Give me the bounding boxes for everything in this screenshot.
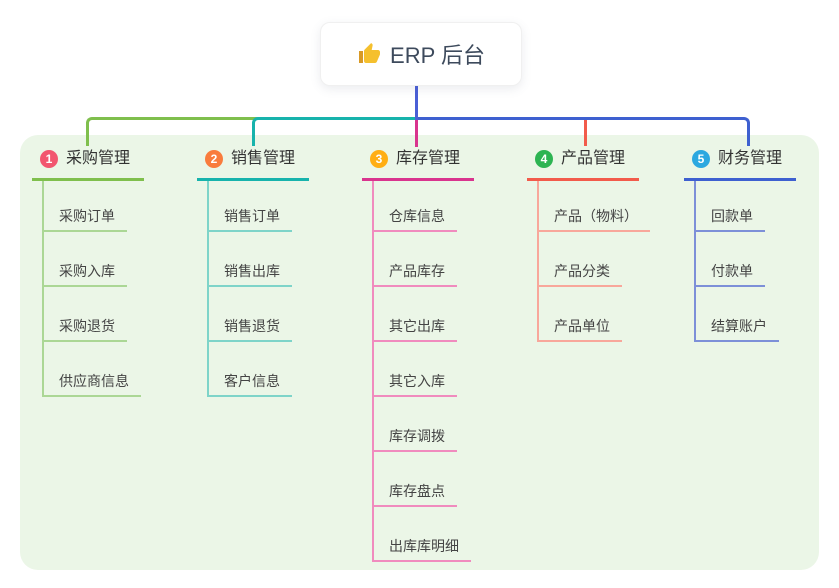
- branch-number-badge: 1: [40, 150, 58, 168]
- child-node[interactable]: 采购订单: [44, 181, 127, 232]
- child-node[interactable]: 产品分类: [539, 232, 622, 287]
- child-node[interactable]: 结算账户: [696, 287, 779, 342]
- child-node[interactable]: 销售订单: [209, 181, 292, 232]
- child-node[interactable]: 采购入库: [44, 232, 127, 287]
- branch-node-4: 4 产品管理 产品（物料）产品分类产品单位: [527, 148, 650, 342]
- child-node[interactable]: 销售退货: [209, 287, 292, 342]
- root-node-label: ERP 后台: [390, 43, 485, 68]
- branch-number-badge: 3: [370, 150, 388, 168]
- branch-head[interactable]: 5 财务管理: [684, 148, 797, 181]
- branch-children: 回款单付款单结算账户: [694, 181, 796, 342]
- child-node[interactable]: 出库库明细: [374, 507, 471, 562]
- branch-label: 库存管理: [396, 150, 461, 167]
- child-node[interactable]: 回款单: [696, 181, 765, 232]
- branch-head[interactable]: 2 销售管理: [197, 148, 310, 181]
- connector-branch-2: [252, 117, 417, 146]
- branch-node-2: 2 销售管理 销售订单销售出库销售退货客户信息: [197, 148, 310, 397]
- thumbs-up-icon: [359, 43, 381, 63]
- branch-children: 采购订单采购入库采购退货供应商信息: [42, 181, 144, 397]
- branch-label: 销售管理: [231, 150, 296, 167]
- branch-label: 采购管理: [66, 150, 131, 167]
- branch-children: 销售订单销售出库销售退货客户信息: [207, 181, 309, 397]
- branch-number-badge: 4: [535, 150, 553, 168]
- child-node[interactable]: 产品（物料）: [539, 181, 650, 232]
- child-node[interactable]: 供应商信息: [44, 342, 141, 397]
- child-node[interactable]: 库存调拨: [374, 397, 457, 452]
- child-node[interactable]: 产品单位: [539, 287, 622, 342]
- branch-number-badge: 5: [692, 150, 710, 168]
- child-node[interactable]: 库存盘点: [374, 452, 457, 507]
- branch-children: 仓库信息产品库存其它出库其它入库库存调拨库存盘点出库库明细: [372, 181, 474, 562]
- branch-node-1: 1 采购管理 采购订单采购入库采购退货供应商信息: [32, 148, 145, 397]
- connector-root: [415, 84, 418, 120]
- root-node-erp[interactable]: ERP 后台: [320, 22, 522, 86]
- mindmap-background-panel: [20, 135, 819, 570]
- branch-label: 财务管理: [718, 150, 783, 167]
- child-node[interactable]: 客户信息: [209, 342, 292, 397]
- connector-branch-4-v: [584, 117, 587, 146]
- child-node[interactable]: 采购退货: [44, 287, 127, 342]
- child-node[interactable]: 产品库存: [374, 232, 457, 287]
- branch-head[interactable]: 1 采购管理: [32, 148, 145, 181]
- branch-children: 产品（物料）产品分类产品单位: [537, 181, 650, 342]
- child-node[interactable]: 仓库信息: [374, 181, 457, 232]
- branch-node-5: 5 财务管理 回款单付款单结算账户: [684, 148, 797, 342]
- child-node[interactable]: 其它入库: [374, 342, 457, 397]
- child-node[interactable]: 销售出库: [209, 232, 292, 287]
- branch-number-badge: 2: [205, 150, 223, 168]
- connector-branch-5: [417, 117, 750, 146]
- child-node[interactable]: 付款单: [696, 232, 765, 287]
- child-node[interactable]: 其它出库: [374, 287, 457, 342]
- connector-branch-1: [86, 117, 417, 146]
- branch-head[interactable]: 3 库存管理: [362, 148, 475, 181]
- branch-head[interactable]: 4 产品管理: [527, 148, 640, 181]
- branch-node-3: 3 库存管理 仓库信息产品库存其它出库其它入库库存调拨库存盘点出库库明细: [362, 148, 475, 562]
- branch-label: 产品管理: [561, 150, 626, 167]
- connector-branch-3: [415, 120, 418, 147]
